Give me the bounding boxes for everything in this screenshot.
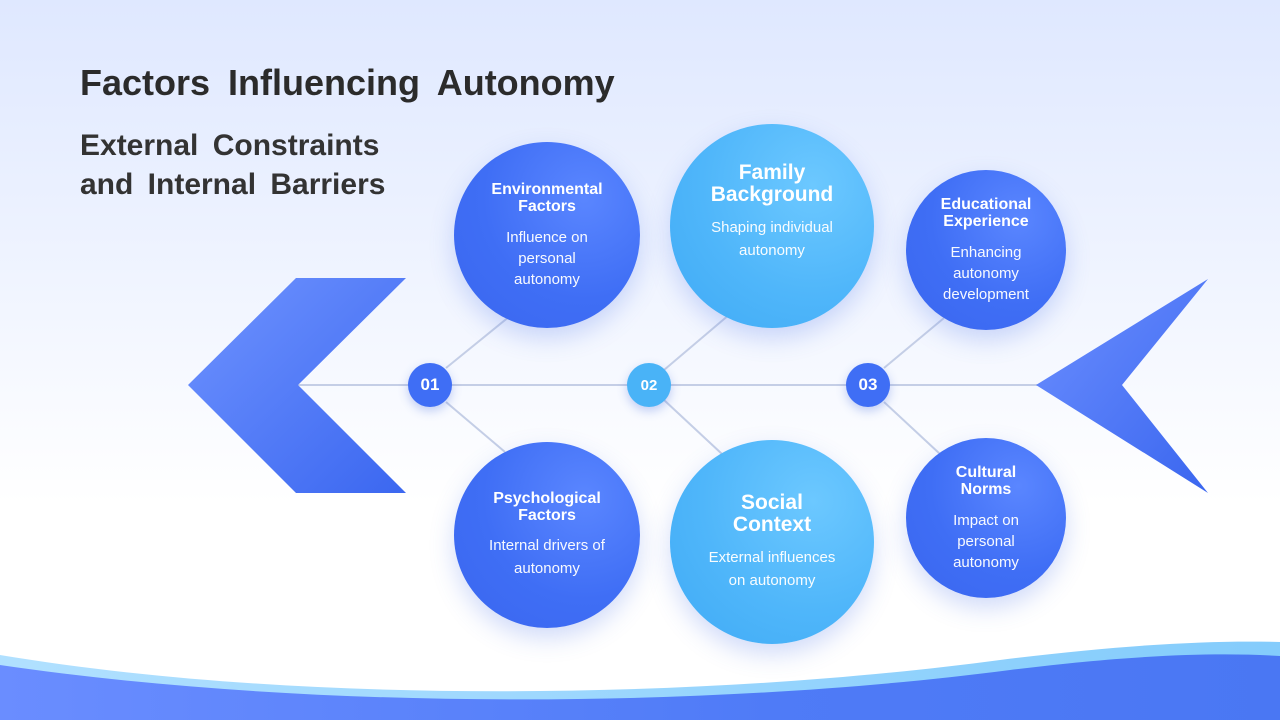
circle-psychological-factors: Psychological Factors Internal drivers o… [454,442,640,628]
family-description: Shaping individual autonomy [711,219,833,259]
left-chevron-arrow [188,278,406,493]
circle-educational-experience: Educational Experience Enhancing autonom… [906,170,1066,330]
step-badge-01: 01 [408,363,452,407]
connector-social [663,399,723,455]
psychological-description: Internal drivers of autonomy [489,537,605,577]
psychological-title: Psychological Factors [493,490,601,524]
circle-social-context: Social Context External influences on au… [670,440,874,644]
connector-family [663,313,731,371]
educational-title: Educational Experience [940,195,1032,230]
right-tail-arrow [1036,279,1208,493]
connector-psychological [445,401,506,453]
circle-family-background: Family Background Shaping individual aut… [670,124,874,328]
circle-environmental-factors: Environmental Factors Influence on perso… [454,142,640,328]
social-title: Social Context [732,491,812,536]
family-title: Family Background [710,161,834,206]
page-title: Factors Influencing Autonomy [80,62,615,103]
social-description: External influences on autonomy [708,549,836,589]
environmental-title: Environmental Factors [491,180,603,215]
step-badge-03: 03 [846,363,890,407]
environmental-description: Influence on personal autonomy [506,228,588,288]
connector-educational [883,317,945,369]
subtitle-line-2: and Internal Barriers [80,168,386,201]
bottom-wave [0,654,1280,720]
connector-cultural [883,401,941,455]
step-badge-02: 02 [627,363,671,407]
page-subtitle: External Constraints and Internal Barrie… [80,126,385,204]
cultural-description: Impact on personal autonomy [953,511,1019,571]
connector-environmental [445,315,511,369]
cultural-title: Cultural Norms [955,463,1017,498]
educational-description: Enhancing autonomy development [943,243,1029,303]
circle-cultural-norms: Cultural Norms Impact on personal autono… [906,438,1066,598]
subtitle-line-1: External Constraints [80,129,380,162]
